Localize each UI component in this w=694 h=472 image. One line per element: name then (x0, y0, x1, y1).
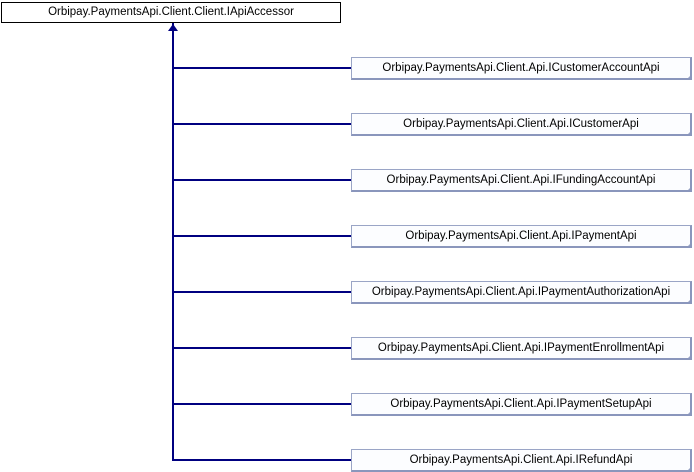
connector-branch (173, 403, 351, 405)
connector-branch (173, 123, 351, 125)
connector-branch (173, 179, 351, 181)
class-node-ipayment-authorization-api[interactable]: Orbipay.PaymentsApi.Client.Api.IPaymentA… (351, 281, 692, 304)
class-node-ifunding-account-api[interactable]: Orbipay.PaymentsApi.Client.Api.IFundingA… (351, 169, 692, 192)
class-node-ipayment-enrollment-api[interactable]: Orbipay.PaymentsApi.Client.Api.IPaymentE… (351, 337, 692, 360)
connector-trunk-line (172, 23, 174, 461)
connector-branch (173, 347, 351, 349)
connector-branch (173, 291, 351, 293)
connector-branch (173, 459, 351, 461)
class-node-ipayment-api[interactable]: Orbipay.PaymentsApi.Client.Api.IPaymentA… (351, 225, 692, 248)
connector-branch (173, 235, 351, 237)
class-node-icustomer-account-api[interactable]: Orbipay.PaymentsApi.Client.Api.ICustomer… (351, 57, 692, 80)
connector-branch (173, 67, 351, 69)
parent-class-node-iapiaccessor: Orbipay.PaymentsApi.Client.Client.IApiAc… (1, 2, 341, 23)
class-node-irefund-api[interactable]: Orbipay.PaymentsApi.Client.Api.IRefundAp… (351, 449, 692, 472)
class-node-ipayment-setup-api[interactable]: Orbipay.PaymentsApi.Client.Api.IPaymentS… (351, 393, 692, 416)
class-node-icustomer-api[interactable]: Orbipay.PaymentsApi.Client.Api.ICustomer… (351, 113, 692, 136)
